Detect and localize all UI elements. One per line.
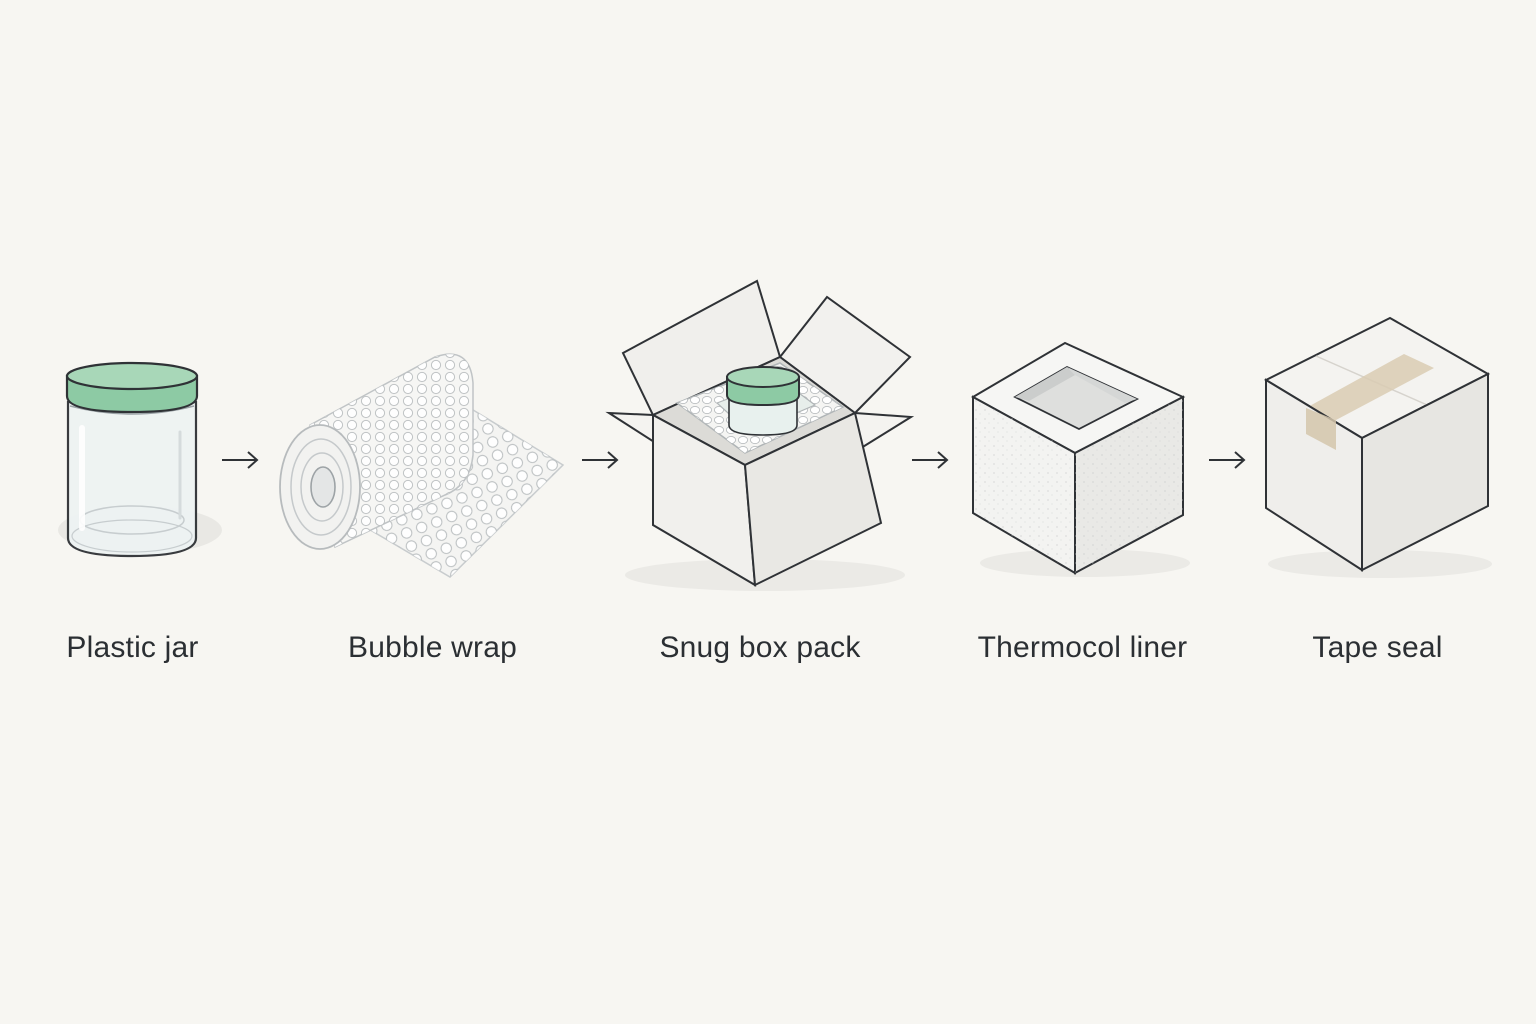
step-label-thermocol-liner: Thermocol liner <box>977 631 1188 664</box>
right-arrow-icon <box>582 451 619 469</box>
step-label-snug-box-pack: Snug box pack <box>659 631 861 664</box>
thermocol-liner-icon <box>970 341 1190 577</box>
tape-seal-icon <box>1263 316 1492 578</box>
step-label-tape-seal: Tape seal <box>1312 631 1443 664</box>
plastic-jar-icon <box>58 361 222 558</box>
step-label-bubble-wrap: Bubble wrap <box>348 631 517 664</box>
right-arrow-icon <box>222 451 259 469</box>
snug-box-pack-icon <box>605 279 915 591</box>
bubble-wrap-icon <box>279 353 565 578</box>
right-arrow-icon <box>912 451 949 469</box>
step-label-plastic-jar: Plastic jar <box>66 631 199 664</box>
right-arrow-icon <box>1209 451 1246 469</box>
